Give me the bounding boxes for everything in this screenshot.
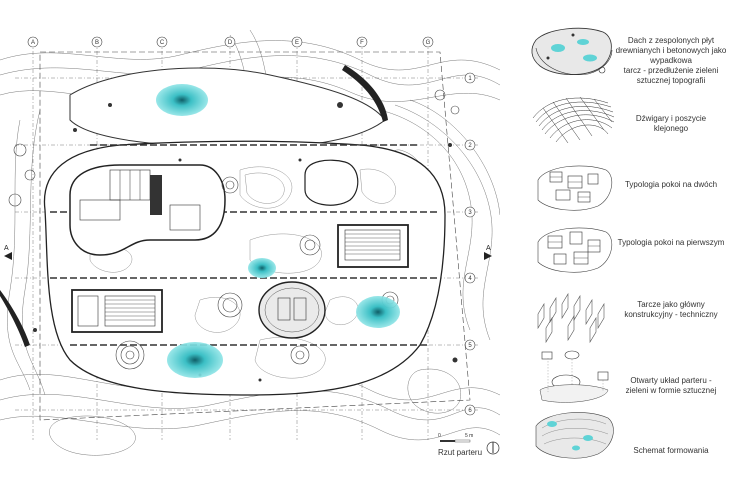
axo-structural-walls — [537, 292, 605, 344]
room-block-lower-left — [71, 289, 163, 333]
pool-center — [248, 258, 276, 278]
svg-text:E: E — [295, 40, 299, 46]
svg-text:1: 1 — [468, 76, 472, 82]
room-block-right — [337, 224, 409, 268]
scattered-dots — [33, 102, 458, 382]
axo-roof — [531, 27, 613, 75]
grid-marker-a: A — [27, 36, 39, 48]
ground-floor-plan: A B C D E F G 1 2 3 4 5 6 — [0, 29, 500, 457]
svg-text:5: 5 — [468, 343, 472, 349]
axo-label-rooms-one: Typologia pokoi na pierwszym — [617, 238, 725, 247]
grid-marker-c: C — [156, 36, 168, 48]
axo-girders — [532, 96, 615, 144]
axo-label-girders: Dźwigary i poszycie klejonego — [635, 114, 707, 133]
svg-text:0: 0 — [438, 433, 441, 439]
axo-label-open-plan: Otwarty układ parteru - zieleni w formie… — [625, 376, 717, 395]
pool-right — [356, 296, 400, 328]
axo-room-typology-upper — [537, 165, 613, 211]
grid-marker-2: 2 — [464, 139, 476, 151]
axo-label-shaping: Schemat formowania — [633, 446, 709, 455]
svg-text:B: B — [95, 40, 99, 46]
grid-marker-g: G — [422, 36, 434, 48]
section-mark-left: A — [4, 245, 12, 260]
grid-marker-6: 6 — [464, 404, 476, 416]
svg-text:2: 2 — [468, 143, 472, 149]
svg-text:D: D — [228, 40, 233, 46]
svg-text:F: F — [360, 40, 364, 46]
grid-marker-e: E — [291, 36, 303, 48]
svg-text:3: 3 — [468, 210, 472, 216]
axo-open-ground-floor — [539, 350, 609, 403]
section-marks: A A — [4, 245, 492, 260]
grid-letter-markers: A B C D E F G — [27, 36, 434, 48]
svg-text:G: G — [426, 40, 431, 46]
svg-text:4: 4 — [468, 276, 472, 282]
svg-text:6: 6 — [468, 408, 472, 414]
scale-bar: 0 5 m — [438, 433, 473, 443]
grid-marker-4: 4 — [464, 272, 476, 284]
grid-number-markers: 1 2 3 4 5 6 — [464, 72, 476, 416]
svg-text:A: A — [4, 245, 9, 252]
pool-upper — [156, 84, 208, 116]
arc-band-left — [0, 290, 30, 347]
axo-room-typology-lower — [537, 227, 613, 273]
upper-landform — [69, 67, 386, 149]
pool-lower — [167, 342, 223, 378]
grid-marker-d: D — [224, 36, 236, 48]
plan-caption: Rzut parteru — [438, 448, 482, 457]
grid-marker-5: 5 — [464, 339, 476, 351]
axo-label-walls: Tarcze jako główny konstrukcyjny - techn… — [624, 300, 718, 319]
oval-core — [258, 281, 326, 339]
svg-text:C: C — [160, 40, 165, 46]
grid-marker-1: 1 — [464, 72, 476, 84]
arc-band-right — [342, 65, 388, 122]
oval-upper-right — [304, 159, 359, 206]
svg-text:5 m: 5 m — [465, 433, 473, 439]
section-mark-right: A — [484, 245, 492, 260]
north-arrow-icon — [486, 441, 500, 455]
site-boundary — [39, 51, 471, 421]
grid-marker-3: 3 — [464, 206, 476, 218]
grid-marker-b: B — [91, 36, 103, 48]
axo-label-roof: Dach z zespolonych płyt drewnianych i be… — [615, 36, 727, 85]
room-block-upper-left — [69, 164, 226, 256]
svg-text:A: A — [486, 245, 491, 252]
axo-label-rooms-two: Typologia pokoi na dwóch — [624, 180, 718, 189]
grid-marker-f: F — [356, 36, 368, 48]
svg-text:A: A — [31, 40, 35, 46]
water-features — [156, 84, 400, 378]
axo-shaping-scheme — [535, 412, 614, 459]
